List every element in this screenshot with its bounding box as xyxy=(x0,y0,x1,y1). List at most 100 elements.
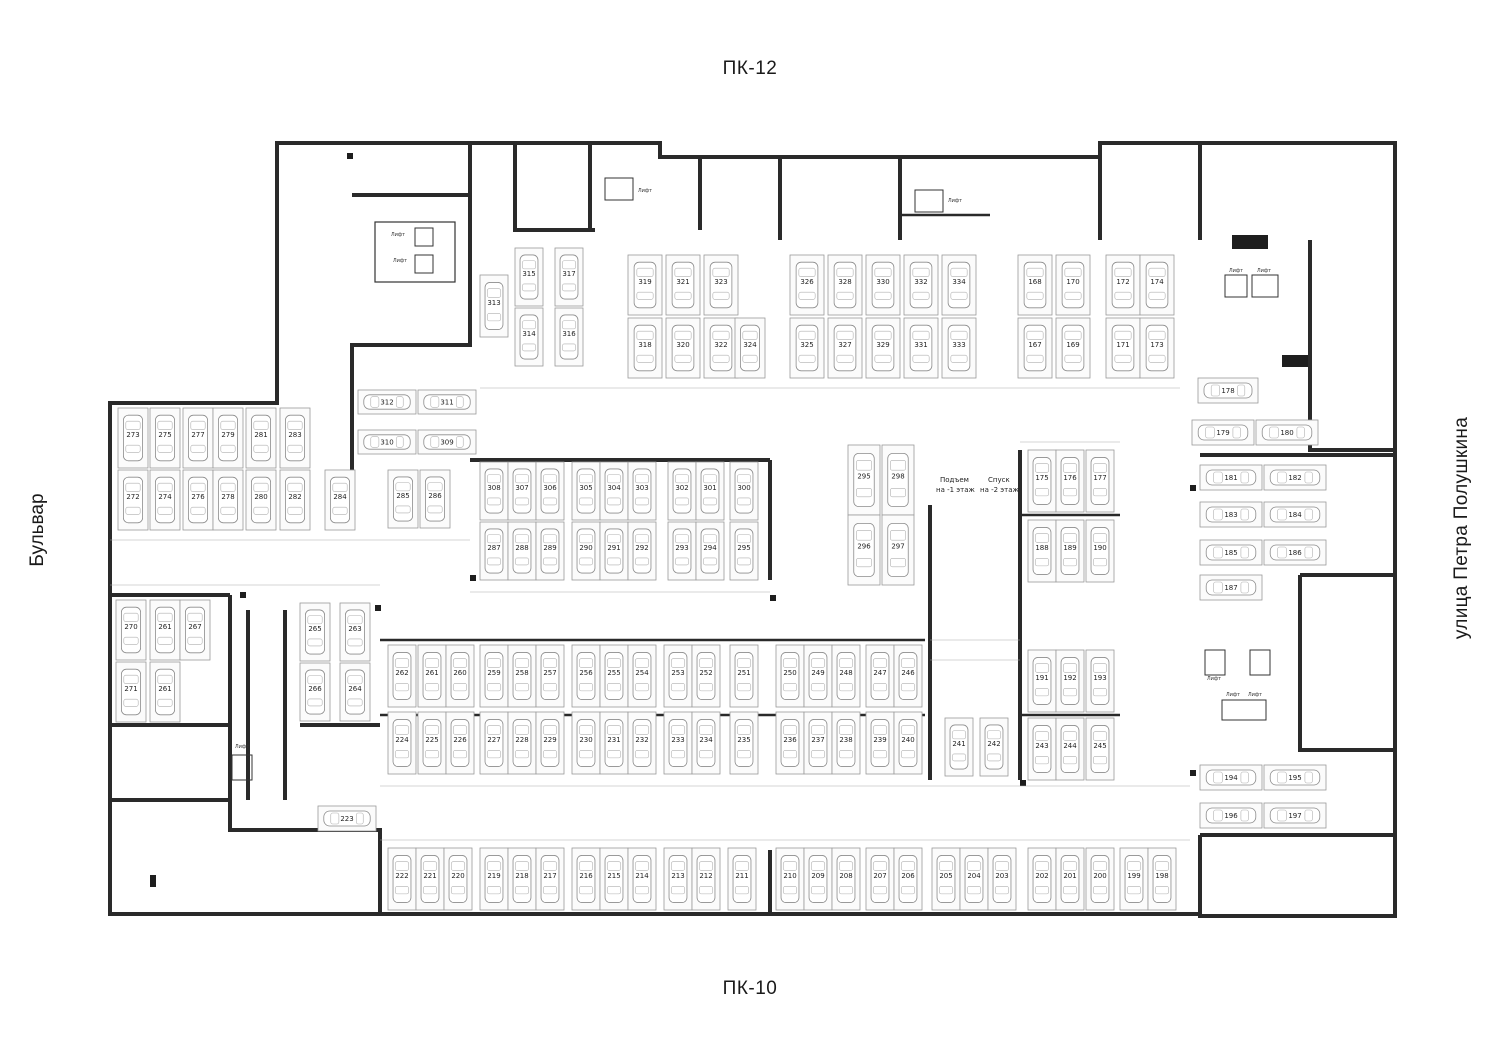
parking-space[interactable]: 210 xyxy=(775,847,805,911)
parking-space[interactable]: 215 xyxy=(599,847,629,911)
parking-space[interactable]: 271 xyxy=(115,661,147,723)
parking-space[interactable]: 302 xyxy=(667,461,697,521)
parking-space[interactable]: 248 xyxy=(831,644,861,708)
parking-space[interactable]: 323 xyxy=(703,254,739,316)
parking-space[interactable]: 169 xyxy=(1055,317,1091,379)
parking-space[interactable]: 293 xyxy=(667,521,697,581)
parking-space[interactable]: 327 xyxy=(827,317,863,379)
parking-space[interactable]: 181 xyxy=(1199,464,1263,491)
parking-space[interactable]: 295 xyxy=(847,444,881,516)
parking-space[interactable]: 257 xyxy=(535,644,565,708)
parking-space[interactable]: 283 xyxy=(279,407,311,469)
parking-space[interactable]: 286 xyxy=(419,469,451,529)
parking-space[interactable]: 170 xyxy=(1055,254,1091,316)
parking-space[interactable]: 200 xyxy=(1085,847,1115,911)
parking-space[interactable]: 188 xyxy=(1027,519,1057,583)
parking-space[interactable]: 313 xyxy=(479,274,509,338)
parking-space[interactable]: 309 xyxy=(417,429,477,455)
parking-space[interactable]: 324 xyxy=(734,317,766,379)
parking-space[interactable]: 258 xyxy=(507,644,537,708)
parking-space[interactable]: 249 xyxy=(803,644,833,708)
parking-space[interactable]: 221 xyxy=(415,847,445,911)
parking-space[interactable]: 275 xyxy=(149,407,181,469)
parking-space[interactable]: 312 xyxy=(357,389,417,415)
parking-space[interactable]: 206 xyxy=(893,847,923,911)
parking-space[interactable]: 307 xyxy=(507,461,537,521)
parking-space[interactable]: 326 xyxy=(789,254,825,316)
parking-space[interactable]: 195 xyxy=(1263,764,1327,791)
parking-space[interactable]: 176 xyxy=(1055,449,1085,513)
parking-space[interactable]: 325 xyxy=(789,317,825,379)
parking-space[interactable]: 177 xyxy=(1085,449,1115,513)
parking-space[interactable]: 203 xyxy=(987,847,1017,911)
parking-space[interactable]: 214 xyxy=(627,847,657,911)
parking-space[interactable]: 273 xyxy=(117,407,149,469)
parking-space[interactable]: 247 xyxy=(865,644,895,708)
parking-space[interactable]: 288 xyxy=(507,521,537,581)
parking-space[interactable]: 289 xyxy=(535,521,565,581)
parking-space[interactable]: 187 xyxy=(1199,574,1263,601)
parking-space[interactable]: 183 xyxy=(1199,501,1263,528)
parking-space[interactable]: 217 xyxy=(535,847,565,911)
parking-space[interactable]: 284 xyxy=(324,469,356,531)
parking-space[interactable]: 234 xyxy=(691,711,721,775)
parking-space[interactable]: 250 xyxy=(775,644,805,708)
parking-space[interactable]: 216 xyxy=(571,847,601,911)
parking-space[interactable]: 253 xyxy=(663,644,693,708)
parking-space[interactable]: 238 xyxy=(831,711,861,775)
parking-space[interactable]: 314 xyxy=(514,307,544,367)
parking-space[interactable]: 199 xyxy=(1119,847,1149,911)
parking-space[interactable]: 184 xyxy=(1263,501,1327,528)
parking-space[interactable]: 294 xyxy=(695,521,725,581)
parking-space[interactable]: 334 xyxy=(941,254,977,316)
parking-space[interactable]: 331 xyxy=(903,317,939,379)
parking-space[interactable]: 308 xyxy=(479,461,509,521)
parking-space[interactable]: 245 xyxy=(1085,717,1115,781)
parking-space[interactable]: 175 xyxy=(1027,449,1057,513)
parking-space[interactable]: 333 xyxy=(941,317,977,379)
parking-space[interactable]: 272 xyxy=(117,469,149,531)
parking-space[interactable]: 260 xyxy=(445,644,475,708)
parking-space[interactable]: 310 xyxy=(357,429,417,455)
parking-space[interactable]: 246 xyxy=(893,644,923,708)
parking-space[interactable]: 230 xyxy=(571,711,601,775)
parking-space[interactable]: 179 xyxy=(1191,419,1255,446)
parking-space[interactable]: 295 xyxy=(729,521,759,581)
parking-space[interactable]: 185 xyxy=(1199,539,1263,566)
parking-space[interactable]: 261 xyxy=(149,599,181,661)
parking-space[interactable]: 201 xyxy=(1055,847,1085,911)
parking-space[interactable]: 182 xyxy=(1263,464,1327,491)
parking-space[interactable]: 232 xyxy=(627,711,657,775)
parking-space[interactable]: 193 xyxy=(1085,649,1115,713)
parking-space[interactable]: 300 xyxy=(729,461,759,521)
parking-space[interactable]: 287 xyxy=(479,521,509,581)
parking-space[interactable]: 207 xyxy=(865,847,895,911)
parking-space[interactable]: 252 xyxy=(691,644,721,708)
parking-space[interactable]: 192 xyxy=(1055,649,1085,713)
parking-space[interactable]: 291 xyxy=(599,521,629,581)
parking-space[interactable]: 211 xyxy=(727,847,757,911)
parking-space[interactable]: 255 xyxy=(599,644,629,708)
parking-space[interactable]: 328 xyxy=(827,254,863,316)
parking-space[interactable]: 270 xyxy=(115,599,147,661)
parking-space[interactable]: 186 xyxy=(1263,539,1327,566)
parking-space[interactable]: 223 xyxy=(317,805,377,832)
parking-space[interactable]: 317 xyxy=(554,247,584,307)
parking-space[interactable]: 279 xyxy=(212,407,244,469)
parking-space[interactable]: 319 xyxy=(627,254,663,316)
parking-space[interactable]: 171 xyxy=(1105,317,1141,379)
parking-space[interactable]: 315 xyxy=(514,247,544,307)
parking-space[interactable]: 191 xyxy=(1027,649,1057,713)
parking-space[interactable]: 329 xyxy=(865,317,901,379)
parking-space[interactable]: 278 xyxy=(212,469,244,531)
parking-space[interactable]: 265 xyxy=(299,602,331,662)
parking-space[interactable]: 320 xyxy=(665,317,701,379)
parking-space[interactable]: 241 xyxy=(944,717,974,777)
parking-space[interactable]: 264 xyxy=(339,662,371,722)
parking-space[interactable]: 303 xyxy=(627,461,657,521)
parking-space[interactable]: 174 xyxy=(1139,254,1175,316)
parking-space[interactable]: 267 xyxy=(179,599,211,661)
parking-space[interactable]: 262 xyxy=(387,644,417,708)
parking-space[interactable]: 242 xyxy=(979,717,1009,777)
parking-space[interactable]: 173 xyxy=(1139,317,1175,379)
